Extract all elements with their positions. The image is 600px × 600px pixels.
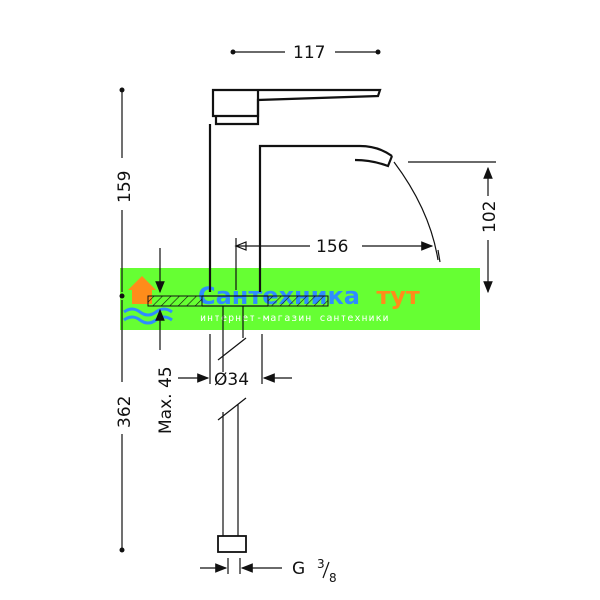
dim-top-width: 117: [230, 43, 381, 63]
dim-label-156: 156: [316, 237, 348, 257]
dim-spout-reach: 156: [234, 237, 434, 290]
dim-label-thread-den: 8: [329, 571, 337, 585]
watermark-subtitle: интернет-магазин сантехники: [200, 313, 390, 324]
dim-max-thickness: Max. 45: [155, 248, 176, 434]
dim-label-d34: Ø34: [214, 370, 249, 390]
dim-label-159: 159: [115, 171, 135, 203]
dim-label-362: 362: [115, 396, 135, 428]
supply-hose: [217, 306, 247, 553]
thread-connector: [217, 535, 247, 553]
dim-thread: G 3 8: [200, 557, 337, 585]
faucet-handle: [211, 88, 382, 118]
watermark: Сантехника тут интернет-магазин сантехни…: [120, 268, 480, 330]
dim-spout-height: 102: [408, 161, 500, 294]
dim-label-102: 102: [480, 201, 500, 233]
dim-label-thread-num: 3: [317, 557, 325, 571]
deck-section: [147, 295, 329, 307]
dim-left-heights: 159 362: [115, 87, 135, 553]
dim-label-thread-g: G: [292, 559, 305, 579]
dim-hole-diameter: Ø34: [178, 334, 292, 390]
faucet-body: [208, 88, 441, 292]
dim-label-117: 117: [293, 43, 325, 63]
dim-label-max45: Max. 45: [156, 366, 176, 434]
